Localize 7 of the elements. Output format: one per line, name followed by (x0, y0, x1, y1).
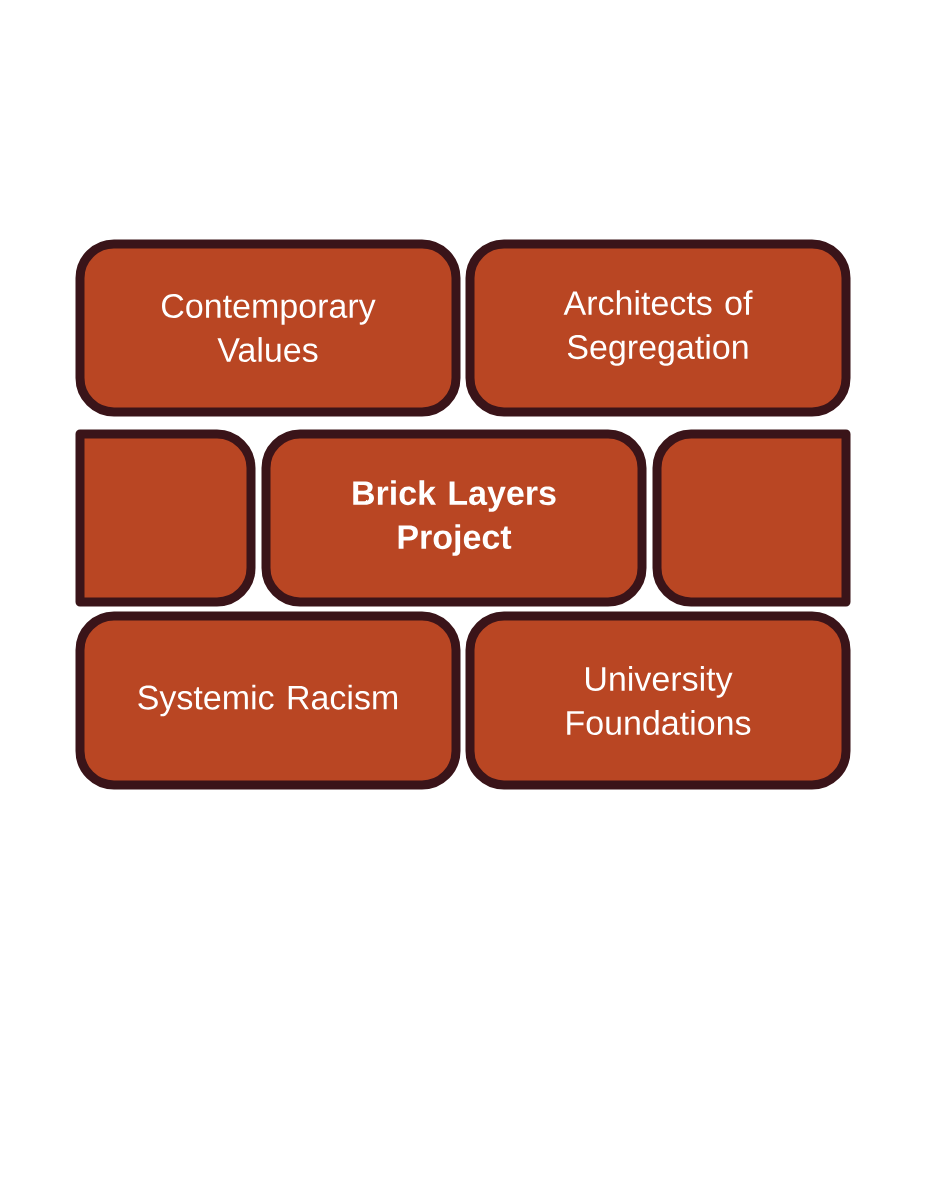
brick (652, 429, 851, 607)
brick: Brick Layers Project (261, 429, 647, 607)
brick: Architects of Segregation (465, 239, 851, 417)
brick: University Foundations (465, 611, 851, 790)
brick: Systemic Racism (75, 611, 461, 790)
brick (75, 429, 256, 607)
brick: Contemporary Values (75, 239, 461, 417)
